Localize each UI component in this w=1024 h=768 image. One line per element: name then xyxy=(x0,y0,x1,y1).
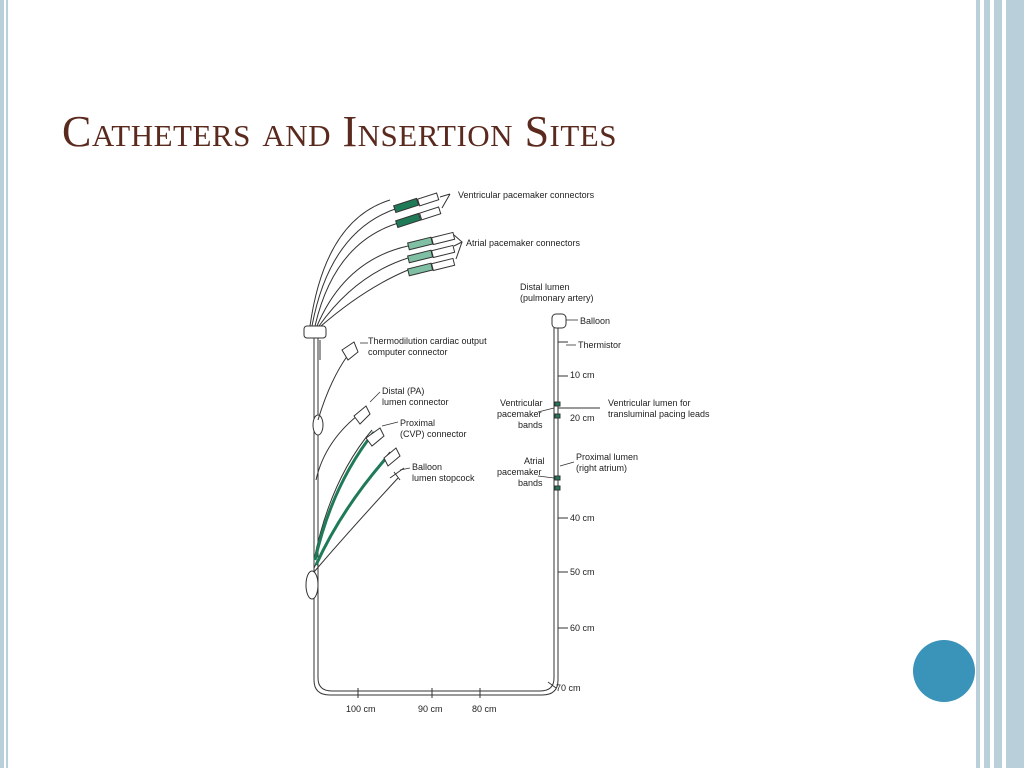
label-ventricular-lumen-2: transluminal pacing leads xyxy=(608,409,710,419)
marker-10cm: 10 cm xyxy=(570,370,595,380)
thermodilution-connector xyxy=(341,341,359,361)
marker-50cm: 50 cm xyxy=(570,567,595,577)
upper-hub xyxy=(303,325,327,339)
label-ventricular-connectors: Ventricular pacemaker connectors xyxy=(458,190,595,200)
label-atrial-bands-2: pacemaker xyxy=(497,467,542,477)
label-proximal-lumen-2: (right atrium) xyxy=(576,463,627,473)
label-ventricular-bands-3: bands xyxy=(518,420,543,430)
label-distal-lumen: Distal lumen xyxy=(520,282,570,292)
label-ventricular-bands: Ventricular xyxy=(500,398,543,408)
slide-title: Catheters and Insertion Sites xyxy=(62,107,617,156)
label-proximal-2: (CVP) connector xyxy=(400,429,467,439)
label-balloon-stopcock: Balloon xyxy=(412,462,442,472)
catheter-main-body xyxy=(313,320,559,696)
right-frame-border xyxy=(976,0,1024,768)
label-atrial-bands: Atrial xyxy=(524,456,545,466)
proximal-cvp-connector xyxy=(365,427,385,447)
marker-90cm: 90 cm xyxy=(418,704,443,714)
accent-circle xyxy=(913,640,975,702)
label-thermodilution-2: computer connector xyxy=(368,347,448,357)
label-distal-pa: Distal (PA) xyxy=(382,386,424,396)
marker-60cm: 60 cm xyxy=(570,623,595,633)
label-proximal-lumen: Proximal lumen xyxy=(576,452,638,462)
marker-20cm: 20 cm xyxy=(570,413,595,423)
label-proximal: Proximal xyxy=(400,418,435,428)
label-balloon-stopcock-2: lumen stopcock xyxy=(412,473,475,483)
label-atrial-connectors: Atrial pacemaker connectors xyxy=(466,238,581,248)
ventricular-connectors xyxy=(393,192,451,229)
label-distal-pa-2: lumen connector xyxy=(382,397,449,407)
left-frame-border xyxy=(0,0,10,768)
label-distal-lumen-2: (pulmonary artery) xyxy=(520,293,594,303)
balloon-tip xyxy=(551,313,567,329)
label-atrial-bands-3: bands xyxy=(518,478,543,488)
label-thermodilution: Thermodilution cardiac output xyxy=(368,336,487,346)
marker-40cm: 40 cm xyxy=(570,513,595,523)
green-lumen-lines xyxy=(313,431,390,566)
marker-80cm: 80 cm xyxy=(472,704,497,714)
marker-100cm: 100 cm xyxy=(346,704,376,714)
label-ventricular-bands-2: pacemaker xyxy=(497,409,542,419)
label-balloon: Balloon xyxy=(580,316,610,326)
atrial-connectors xyxy=(407,231,463,277)
catheter-diagram: Ventricular pacemaker connectors Atrial … xyxy=(303,190,710,714)
marker-70cm: 70 cm xyxy=(556,683,581,693)
lower-hub xyxy=(305,570,319,600)
distal-pa-connector xyxy=(353,405,371,425)
label-ventricular-lumen: Ventricular lumen for xyxy=(608,398,691,408)
label-thermistor: Thermistor xyxy=(578,340,621,350)
